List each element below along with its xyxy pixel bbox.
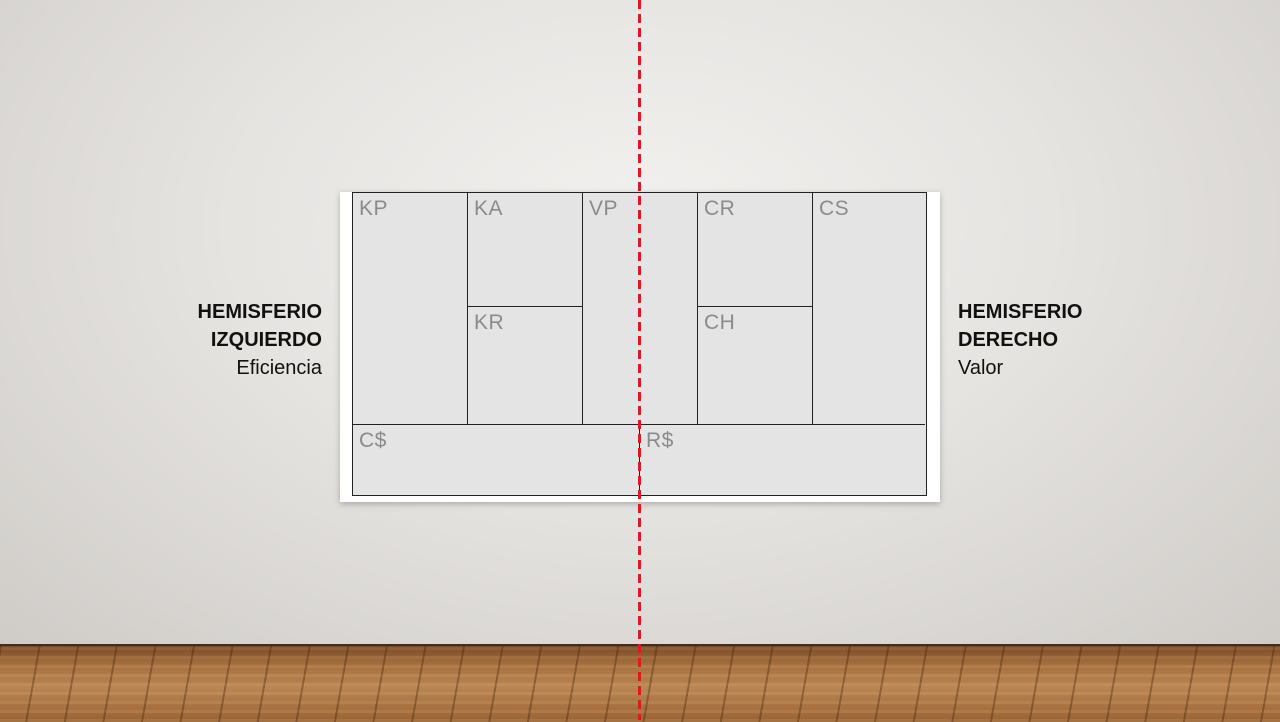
left-title-line2: IZQUIERDO	[210, 329, 322, 351]
cell-label-kr: KR	[474, 311, 505, 334]
cell-label-ch: CH	[704, 311, 736, 334]
cell-label-kp: KP	[359, 197, 389, 220]
cell-key-resources: KR	[468, 307, 583, 425]
cell-label-revenue: R$	[646, 429, 674, 452]
right-title-line1: HEMISFERIO	[958, 301, 1083, 323]
right-hemisphere-label: HEMISFERIO DERECHO Valor	[958, 298, 1082, 382]
left-subtitle: Eficiencia	[236, 357, 322, 379]
cell-label-ka: KA	[474, 197, 504, 220]
cell-customer-segments: CS	[813, 193, 925, 425]
left-hemisphere-label: HEMISFERIO IZQUIERDO Eficiencia	[198, 298, 322, 382]
cell-cost-structure: C$	[353, 425, 640, 494]
center-divider-dashed-line	[638, 0, 641, 720]
cell-channels: CH	[698, 307, 813, 425]
right-subtitle: Valor	[958, 357, 1004, 379]
cell-customer-relationships: CR	[698, 193, 813, 307]
cell-label-cr: CR	[704, 197, 736, 220]
right-title-line2: DERECHO	[958, 329, 1059, 351]
cell-key-partners: KP	[353, 193, 468, 425]
cell-revenue-streams: R$	[640, 425, 925, 494]
left-title-line1: HEMISFERIO	[197, 301, 322, 323]
cell-label-cost: C$	[359, 429, 387, 452]
cell-label-cs: CS	[819, 197, 850, 220]
cell-label-vp: VP	[589, 197, 619, 220]
cell-key-activities: KA	[468, 193, 583, 307]
